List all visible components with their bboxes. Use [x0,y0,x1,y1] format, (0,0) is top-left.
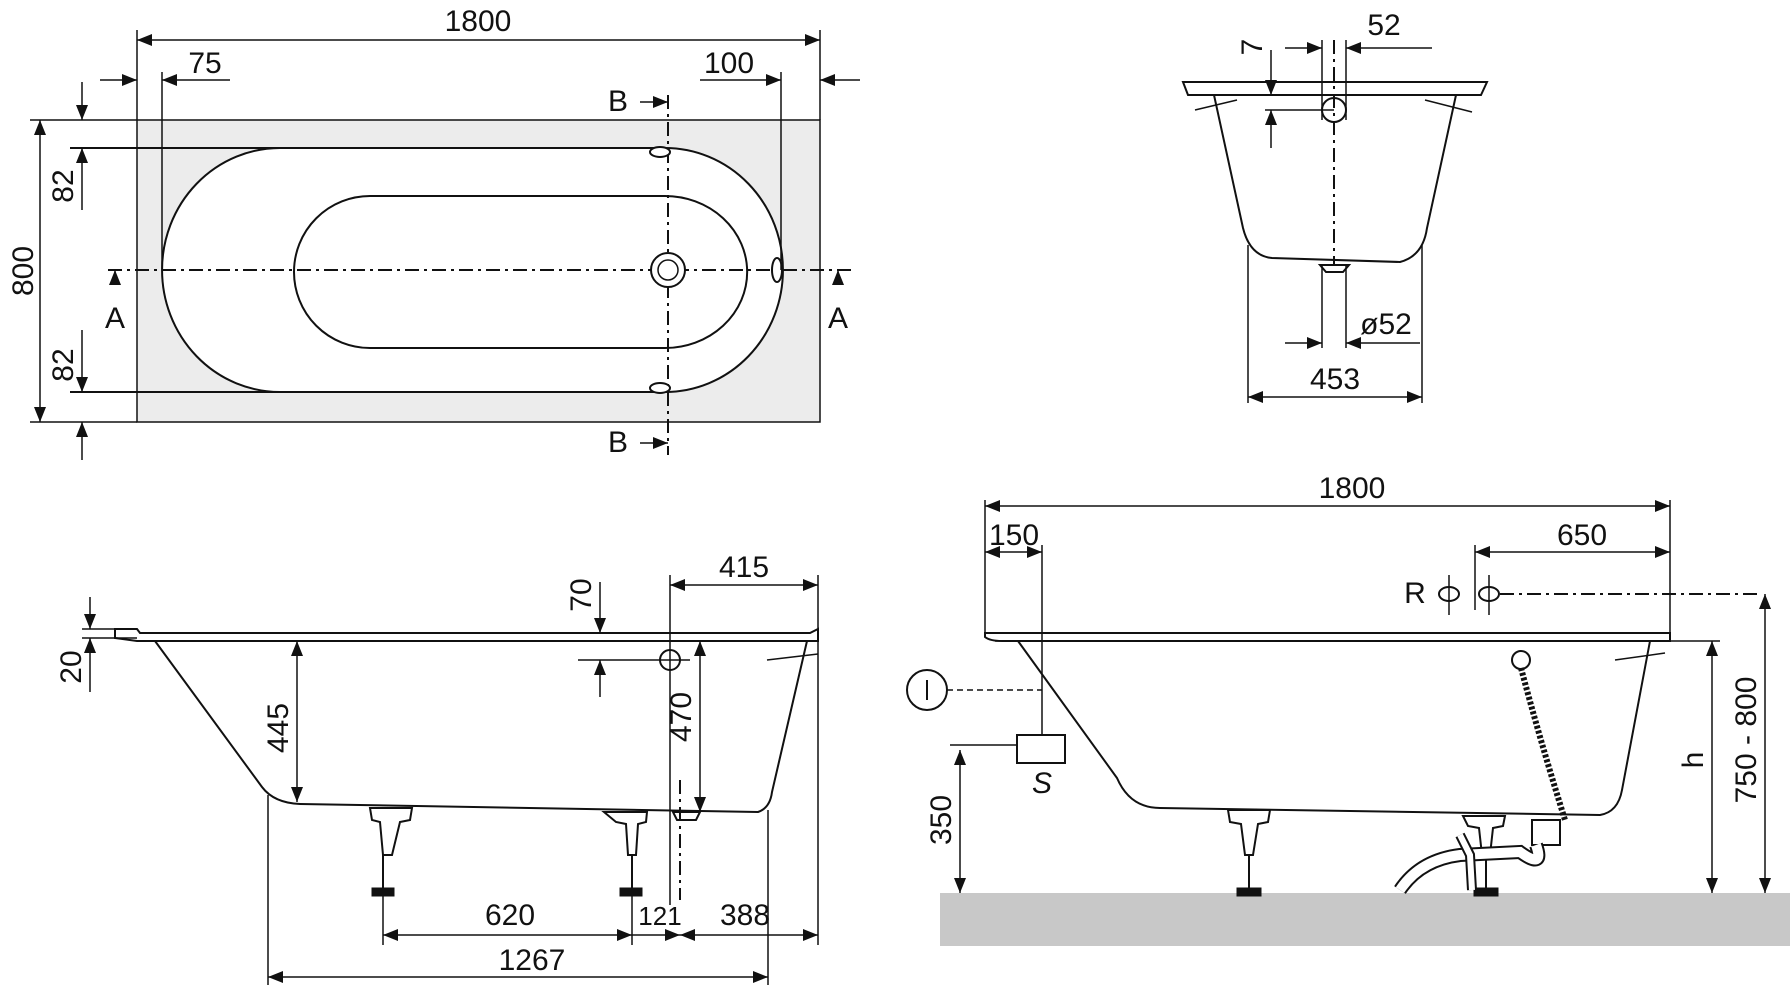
dim-install-350: 350 [925,795,958,845]
dim-cross-453: 453 [1310,363,1360,396]
dim-top-width: 800 [7,246,40,296]
dim-install-650: 650 [1557,519,1607,552]
top-view: 1800 75 100 800 82 82 A A B B [7,5,860,460]
cross-section-view: 52 7 ø52 453 [1181,9,1489,403]
leg-left [368,807,414,856]
connection-box-icon [1016,734,1066,764]
dim-side-1267: 1267 [499,944,566,977]
dim-cross-drain: ø52 [1360,308,1412,341]
foot-pad-icon [1473,887,1499,897]
dim-top-82-upper: 82 [47,169,80,202]
install-body [1017,640,1651,817]
cross-section-body [1213,94,1457,264]
side-rim [114,627,819,642]
label-s: S [1032,767,1052,800]
drain-icon [650,252,686,288]
dim-top-length: 1800 [445,5,512,38]
dim-top-75: 75 [188,47,221,80]
side-body [154,640,808,814]
dim-side-620: 620 [485,899,535,932]
dim-cross-52: 52 [1367,9,1400,42]
dim-install-height: 750 - 800 [1730,677,1763,804]
section-a-left: A [105,302,125,335]
overflow-icon [771,257,783,283]
dim-side-388: 388 [720,899,770,932]
dim-install-150: 150 [989,519,1039,552]
install-rim [984,632,1671,642]
section-b-bottom: B [608,426,628,459]
foot-pad-icon [1236,887,1262,897]
section-a-right: A [828,302,848,335]
dim-install-length: 1800 [1319,472,1386,505]
overflow-icon [1511,650,1531,670]
section-b-top: B [608,85,628,118]
dim-cross-7: 7 [1236,39,1269,56]
dim-side-20: 20 [55,650,88,683]
leg-right [601,811,649,856]
foot-pad-right-icon [619,887,643,897]
dim-top-100: 100 [704,47,754,80]
dim-top-82-lower: 82 [47,348,80,381]
foot-pad-left-icon [371,887,395,897]
dim-side-445: 445 [262,703,295,753]
side-section-view: 415 70 20 445 470 620 121 388 1267 [55,551,819,985]
label-r: R [1404,577,1426,610]
waste-hose [1518,667,1568,821]
top-view-basin-floor [293,195,749,349]
dim-side-121: 121 [638,901,681,931]
floor [940,893,1790,946]
dim-side-415: 415 [719,551,769,584]
dim-side-70: 70 [565,578,598,611]
dim-side-470: 470 [665,692,698,742]
label-h: h [1677,752,1710,769]
installation-view: 1800 150 650 R S 350 h 750 - 800 [906,472,1790,946]
